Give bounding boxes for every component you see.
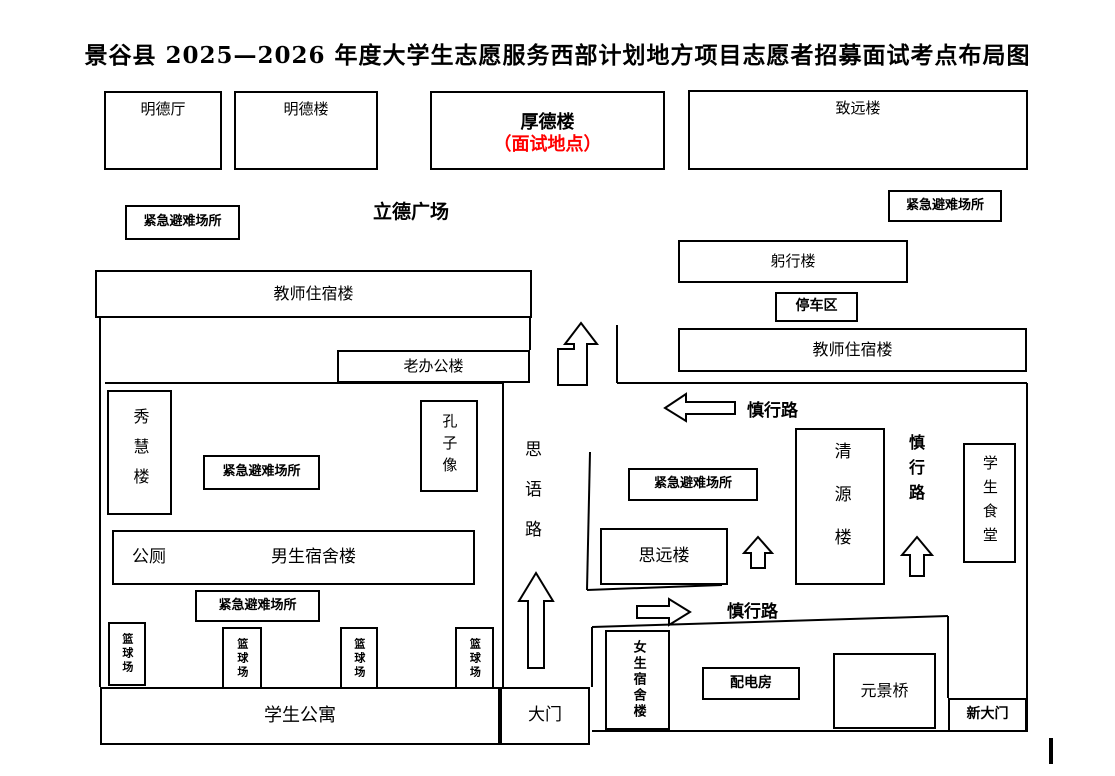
siyu-road-label: 思语路	[521, 440, 541, 560]
building-siyuan: 思远楼	[600, 528, 728, 585]
male-dorm-label: 男生宿舍楼	[271, 546, 356, 567]
emergency-shelter-southwest: 紧急避难场所	[195, 590, 320, 622]
building-zhiyuan: 致远楼	[688, 90, 1028, 170]
emergency-shelter-northeast: 紧急避难场所	[888, 190, 1002, 222]
building-houde-interview-site: 厚德楼 （面试地点）	[430, 91, 665, 170]
public-toilet-label: 公厕	[132, 546, 166, 567]
shenxing-road-label-lower: 慎行路	[727, 602, 778, 622]
building-gongxing: 躬行楼	[678, 240, 908, 283]
basketball-court-1: 篮球场	[108, 622, 146, 686]
building-mingde-building: 明德楼	[234, 91, 378, 170]
emergency-shelter-northwest: 紧急避难场所	[125, 205, 240, 240]
building-teacher-dorm-east: 教师住宿楼	[678, 328, 1027, 372]
building-xiuhui: 秀慧楼	[107, 390, 172, 515]
houde-building-label: 厚德楼	[520, 111, 575, 133]
interview-site-note: （面试地点）	[493, 134, 602, 155]
page-title: 景谷县 2025—2026 年度大学生志愿服务西部计划地方项目志愿者招募面试考点…	[84, 42, 1031, 69]
lide-square-label: 立德广场	[373, 201, 450, 223]
south-road-top-line	[591, 615, 949, 628]
building-qingyuan: 清源楼	[795, 428, 885, 585]
basketball-court-2: 篮球场	[222, 627, 262, 690]
emergency-shelter-center: 紧急避难场所	[628, 468, 758, 501]
basketball-court-4: 篮球场	[455, 627, 494, 690]
confucius-statue: 孔子像	[420, 400, 478, 492]
power-distribution-room: 配电房	[702, 667, 800, 700]
main-gate: 大门	[500, 687, 590, 745]
siyuan-block-bottom-line	[586, 584, 723, 591]
shenxing-road-label-vertical: 慎行路	[906, 434, 925, 509]
basketball-court-3: 篮球场	[340, 627, 378, 690]
building-mingde-hall: 明德厅	[104, 91, 222, 170]
yuanjing-bridge: 元景桥	[833, 653, 936, 729]
new-gate: 新大门	[948, 698, 1027, 732]
student-canteen: 学生食堂	[963, 443, 1016, 563]
siyuan-block-left-line	[586, 451, 591, 591]
building-female-dorm: 女生宿舍楼	[605, 630, 670, 730]
up-arrow-shenxing-icon	[899, 535, 935, 577]
up-arrow-siyu-icon	[517, 571, 555, 669]
up-arrow-small-icon	[741, 535, 775, 569]
building-male-dorm-block: 公厕 男生宿舍楼	[112, 530, 475, 585]
right-arrow-icon	[636, 597, 692, 627]
bent-up-arrow-icon	[557, 321, 600, 386]
building-old-office: 老办公楼	[337, 350, 530, 383]
parking-area: 停车区	[775, 292, 858, 322]
emergency-shelter-west: 紧急避难场所	[203, 455, 320, 490]
shenxing-road-label-upper: 慎行路	[747, 401, 798, 421]
building-teacher-dorm-west: 教师住宿楼	[95, 270, 532, 318]
left-arrow-icon	[663, 392, 736, 423]
building-student-apartment: 学生公寓	[100, 687, 500, 745]
